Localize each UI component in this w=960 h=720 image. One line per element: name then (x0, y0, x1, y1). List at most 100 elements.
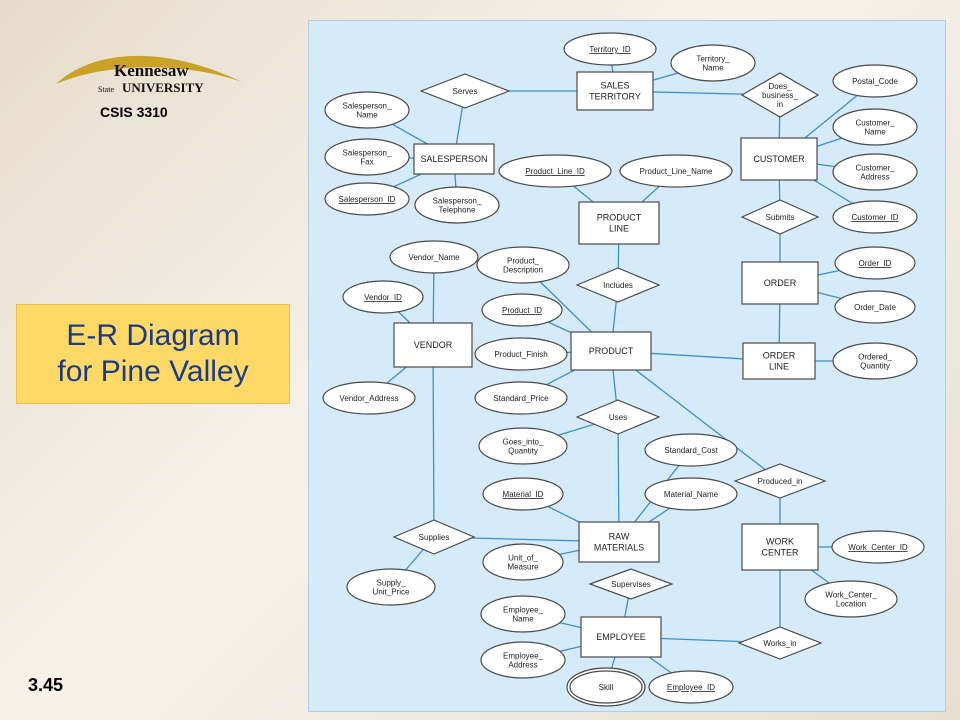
attribute-standard-cost-ellipse (644, 433, 738, 467)
entity-order-line-label: ORDER (763, 351, 796, 361)
entity-product-box (570, 331, 652, 371)
relationship-submits-diamond (740, 199, 820, 235)
relationship-includes-diamond (575, 267, 661, 303)
attribute-vendor-id: Vendor_ID (342, 280, 424, 314)
entity-product-line-label: LINE (609, 224, 629, 234)
entity-sales-territory-label: SALES (600, 81, 629, 91)
attribute-salesperson-telephone: Salesperson_Telephone (414, 186, 500, 224)
attribute-employee-id: Employee_ID (648, 670, 734, 704)
attribute-material-id: Material_ID (482, 477, 564, 511)
line-product-to-produced-in (610, 350, 781, 482)
attribute-product-finish-label: Product_Finish (494, 350, 547, 359)
attribute-salesperson-name-label: Salesperson_ (343, 102, 392, 111)
attribute-product-line-id: Product_Line_ID (498, 154, 612, 188)
attribute-goes-into-quantity: Goes_into_Quantity (478, 427, 568, 465)
relationship-submits: Submits (740, 199, 820, 235)
attribute-territory-name-label: Territory_ (696, 55, 730, 64)
attribute-supply-unit-price: Supply_Unit_Price (346, 568, 436, 606)
attribute-ordered-quantity-label: Ordered_ (858, 353, 892, 362)
attribute-salesperson-fax-label: Fax (360, 158, 373, 167)
attribute-order-date: Order_Date (834, 290, 916, 324)
attribute-ordered-quantity-label: Quantity (860, 362, 890, 371)
attribute-standard-price-label: Standard_Price (493, 394, 549, 403)
attribute-territory-name-label: Name (702, 64, 724, 73)
attribute-product-id-label: Product_ID (502, 306, 542, 315)
entity-customer-box (740, 137, 818, 181)
attribute-customer-id: Customer_ID (832, 200, 918, 234)
attribute-employee-name-label: Name (512, 615, 534, 624)
entity-customer-label: CUSTOMER (753, 154, 805, 164)
attribute-supply-unit-price-label: Unit_Price (373, 588, 410, 597)
attribute-product-id: Product_ID (481, 293, 563, 327)
attribute-material-name-ellipse (644, 477, 738, 511)
entity-work-center-box (741, 523, 819, 571)
attribute-vendor-address: Vendor_Address (322, 381, 416, 415)
entity-product-line-label: PRODUCT (597, 213, 642, 223)
attribute-employee-address-label: Address (508, 661, 537, 670)
entity-order-box (741, 261, 819, 305)
entity-vendor-box (393, 322, 473, 368)
attribute-salesperson-id: Salesperson_ID (324, 182, 410, 216)
attribute-unit-of-measure-ellipse (482, 543, 564, 581)
attribute-employee-name-label: Employee_ (503, 606, 544, 615)
university-logo: Kennesaw State UNIVERSITY (56, 55, 242, 95)
attribute-work-center-location: Work_Center_Location (804, 580, 898, 618)
relationship-works-in: Works_in (737, 626, 823, 660)
slide-title-line-1: E-R Diagram (66, 319, 240, 352)
entity-raw-materials-box (578, 521, 660, 563)
attribute-work-center-id-label: Work_Center_ID (848, 543, 908, 552)
entity-sales-territory-box (576, 71, 654, 111)
attribute-product-description: Product_Description (476, 246, 570, 284)
attribute-customer-address-label: Address (860, 173, 889, 182)
attribute-supply-unit-price-ellipse (346, 568, 436, 606)
attribute-order-id-label: Order_ID (859, 259, 892, 268)
logo-word-state: State (98, 85, 114, 94)
attribute-employee-name-ellipse (480, 595, 566, 633)
entity-employee-box (580, 616, 662, 658)
entity-product-label: PRODUCT (589, 346, 634, 356)
attribute-salesperson-name: Salesperson_Name (324, 91, 410, 129)
logo-word-kennesaw: Kennesaw (114, 61, 189, 80)
attribute-employee-address-label: Employee_ (503, 652, 544, 661)
attribute-territory-name-ellipse (670, 44, 756, 82)
line-uses-to-raw-materials (617, 416, 620, 543)
relationship-submits-label: Submits (766, 213, 795, 222)
attribute-product-line-name-ellipse (619, 154, 733, 188)
attribute-skill-ellipse (569, 670, 643, 704)
entity-salesperson: SALESPERSON (413, 143, 495, 175)
relationship-includes: Includes (575, 267, 661, 303)
attribute-material-id-ellipse (482, 477, 564, 511)
attribute-standard-cost: Standard_Cost (644, 433, 738, 467)
attribute-customer-id-label: Customer_ID (851, 213, 898, 222)
relationship-includes-label: Includes (603, 281, 633, 290)
attribute-postal-code: Postal_Code (832, 64, 918, 98)
attribute-salesperson-fax-ellipse (324, 138, 410, 176)
attribute-customer-name: Customer_Name (832, 108, 918, 146)
attribute-skill-label: Skill (599, 683, 614, 692)
relationship-supervises-diamond (588, 568, 674, 600)
attribute-customer-address-ellipse (832, 153, 918, 191)
relationship-produced-in: Produced_in (733, 463, 827, 499)
attribute-work-center-id: Work_Center_ID (831, 530, 925, 564)
attribute-salesperson-telephone-label: Salesperson_ (433, 197, 482, 206)
attribute-ordered-quantity-ellipse (832, 342, 918, 380)
attribute-territory-id-ellipse (563, 32, 657, 66)
relationship-serves-label: Serves (453, 87, 478, 96)
attribute-salesperson-name-ellipse (324, 91, 410, 129)
attribute-goes-into-quantity-label: Quantity (508, 447, 538, 456)
attribute-employee-name: Employee_Name (480, 595, 566, 633)
attribute-salesperson-fax-label: Salesperson_ (343, 149, 392, 158)
relationship-does-business-in-label: Does_ (768, 82, 792, 91)
attribute-vendor-name-label: Vendor_Name (408, 253, 460, 262)
attribute-unit-of-measure: Unit_of_Measure (482, 543, 564, 581)
attribute-work-center-location-label: Work_Center_ (825, 591, 877, 600)
attribute-material-id-label: Material_ID (503, 490, 544, 499)
relationship-works-in-label: Works_in (763, 639, 796, 648)
entity-work-center-label: WORK (766, 537, 794, 547)
attribute-work-center-location-label: Location (836, 600, 866, 609)
entity-employee: EMPLOYEE (580, 616, 662, 658)
